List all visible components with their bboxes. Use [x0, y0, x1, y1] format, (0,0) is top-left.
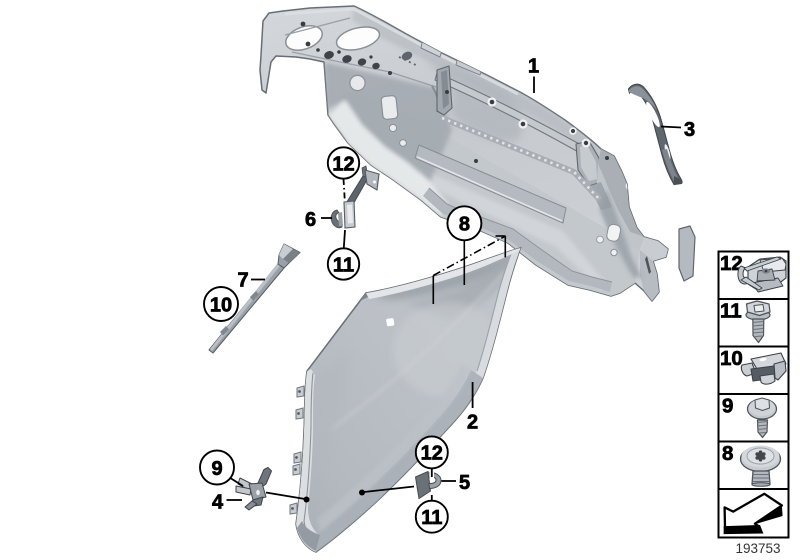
svg-text:1: 1: [528, 56, 539, 78]
svg-text:11: 11: [421, 507, 442, 529]
svg-text:2: 2: [467, 412, 478, 434]
svg-text:8: 8: [459, 214, 470, 236]
svg-text:3: 3: [684, 119, 695, 141]
svg-text:6: 6: [305, 209, 316, 231]
svg-text:10: 10: [720, 347, 743, 370]
svg-text:7: 7: [238, 270, 249, 292]
svg-text:11: 11: [333, 254, 354, 276]
svg-text:4: 4: [212, 492, 224, 514]
svg-text:5: 5: [459, 472, 470, 494]
svg-text:10: 10: [210, 294, 232, 316]
svg-text:11: 11: [720, 300, 742, 323]
svg-text:8: 8: [722, 442, 733, 465]
svg-text:12: 12: [421, 443, 443, 465]
svg-text:9: 9: [211, 458, 222, 480]
svg-text:12: 12: [332, 153, 354, 175]
svg-text:9: 9: [722, 395, 733, 418]
svg-text:193753: 193753: [735, 541, 780, 556]
svg-text:12: 12: [720, 252, 743, 275]
